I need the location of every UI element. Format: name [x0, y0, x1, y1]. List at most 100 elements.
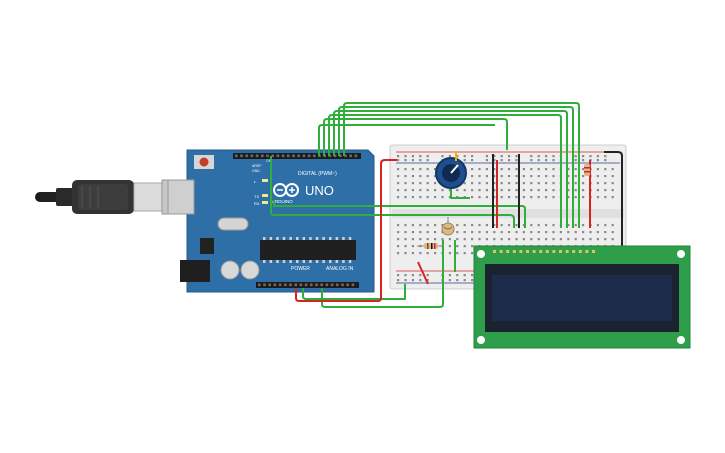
rail-hole [419, 279, 422, 282]
breadboard-hole [411, 245, 414, 248]
breadboard-hole [397, 238, 400, 241]
rail-hole [426, 159, 429, 162]
lcd-16x2[interactable] [473, 245, 691, 349]
rail-hole [411, 155, 414, 158]
wire-a0[interactable] [321, 240, 444, 308]
rail-hole [463, 155, 466, 158]
breadboard-hole [500, 189, 503, 192]
header-pin [304, 283, 308, 287]
breadboard-hole [567, 196, 570, 199]
breadboard-hole [596, 189, 599, 192]
breadboard-hole [515, 175, 518, 178]
rail-hole [404, 155, 407, 158]
breadboard-hole [485, 182, 488, 185]
resistor-top[interactable] [584, 164, 590, 176]
breadboard-hole [500, 182, 503, 185]
breadboard-hole [426, 238, 429, 241]
breadboard-hole [552, 189, 555, 192]
header-pin [250, 154, 254, 158]
rail-hole [500, 159, 503, 162]
rail-hole [530, 159, 533, 162]
rail-hole [471, 159, 474, 162]
lcd-pin [585, 250, 589, 253]
breadboard-hole [485, 168, 488, 171]
power-label: POWER [291, 266, 310, 272]
breadboard-hole [582, 175, 585, 178]
breadboard-hole [530, 231, 533, 234]
breadboard-hole [426, 189, 429, 192]
breadboard-hole [545, 182, 548, 185]
breadboard-hole [567, 231, 570, 234]
breadboard-hole [582, 238, 585, 241]
header-pin [341, 283, 344, 287]
rail-hole [574, 155, 577, 158]
breadboard-hole [537, 189, 540, 192]
wire-d3[interactable] [338, 106, 574, 228]
breadboard-hole [522, 224, 525, 227]
breadboard-hole [611, 189, 614, 192]
breadboard-hole [478, 238, 481, 241]
rail-hole [582, 155, 585, 158]
rail-hole [471, 155, 474, 158]
breadboard-hole [567, 224, 570, 227]
breadboard-hole [478, 189, 481, 192]
chip-pin [315, 260, 319, 263]
wire-d2[interactable] [343, 102, 580, 228]
breadboard-hole [485, 189, 488, 192]
breadboard-hole [404, 175, 407, 178]
wire-d12[interactable] [318, 124, 495, 156]
rail-hole [485, 155, 488, 158]
wire-gnd-bottom[interactable] [302, 284, 406, 300]
rail-hole [456, 279, 459, 282]
breadboard-hole [441, 196, 444, 199]
lcd-pin [539, 250, 543, 253]
rx-label: RX [254, 201, 260, 206]
breadboard-hole [545, 168, 548, 171]
header-pin [315, 283, 318, 287]
wire-5v[interactable] [295, 159, 397, 302]
chip-pin [289, 260, 292, 263]
wire-red-short[interactable] [417, 261, 429, 285]
breadboard-hole [463, 231, 466, 234]
wire-d5[interactable] [328, 114, 562, 228]
breadboard-hole [419, 252, 422, 255]
wire-gnd[interactable] [273, 200, 526, 228]
wire-d11[interactable] [323, 118, 508, 156]
resistor[interactable] [417, 243, 444, 249]
rail-hole [448, 155, 451, 158]
header-pin [351, 283, 355, 287]
breadboard-hole [419, 196, 422, 199]
breadboard-hole [434, 238, 437, 241]
breadboard-hole [397, 175, 400, 178]
breadboard-hole [574, 175, 577, 178]
breadboard-hole [493, 168, 496, 171]
breadboard-hole [471, 168, 474, 171]
power-analog-header [256, 282, 359, 288]
rail-hole [508, 155, 511, 158]
header-pin [307, 154, 311, 158]
breadboard-hole [397, 245, 400, 248]
rail-hole [448, 274, 451, 277]
potentiometer[interactable] [435, 151, 467, 189]
lcd-pin [572, 250, 576, 253]
breadboard-hole [582, 231, 585, 234]
breadboard-hole [456, 231, 459, 234]
header-pin [294, 283, 297, 287]
wire-d4[interactable] [333, 110, 568, 228]
breadboard-hole [500, 224, 503, 227]
arduino-uno-board[interactable]: UNO ARDUINO DIGITAL (PWM~) POWER ANALOG … [167, 149, 375, 293]
breadboard-hole [530, 175, 533, 178]
photoresistor[interactable] [441, 217, 455, 236]
breadboard-hole [419, 182, 422, 185]
wire-d13[interactable] [270, 156, 515, 228]
wire-black-lcd[interactable] [604, 151, 623, 246]
header-pin [276, 154, 280, 158]
breadboard-hole [456, 189, 459, 192]
breadboard-hole [604, 224, 607, 227]
rail-hole [426, 279, 429, 282]
breadboard-hole [574, 196, 577, 199]
rail-hole [419, 155, 422, 158]
analog-label: ANALOG IN [326, 266, 354, 272]
breadboard-hole [596, 182, 599, 185]
breadboard-hole [419, 189, 422, 192]
